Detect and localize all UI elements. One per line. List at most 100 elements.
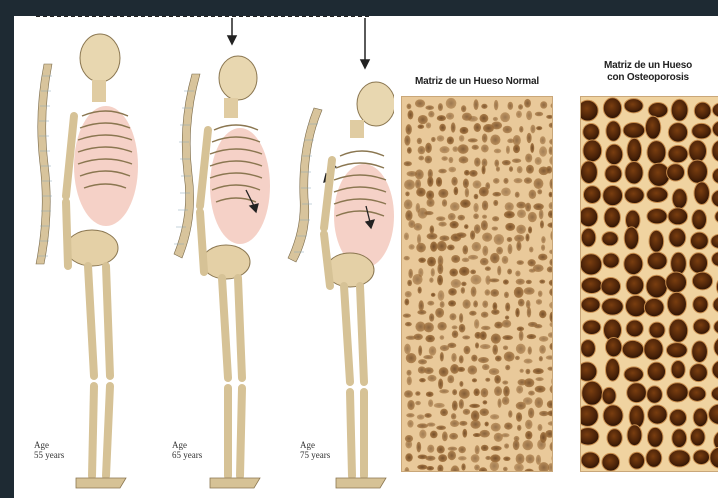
bone-pore [502, 381, 508, 385]
bone-pore [504, 422, 513, 429]
bone-pore [539, 345, 546, 354]
bone-pore [474, 194, 479, 199]
bone-pore [407, 280, 412, 286]
bone-pore [472, 145, 479, 150]
bone-pore [465, 188, 469, 198]
bone-pore [516, 344, 526, 354]
bone-pore [459, 399, 464, 409]
bone-pore [539, 356, 543, 361]
bone-cavity [625, 161, 643, 184]
bone-pore [430, 225, 435, 233]
bone-pore [503, 456, 510, 461]
bone-cavity [626, 276, 644, 295]
bone-pore [438, 189, 448, 198]
bone-pore [429, 346, 437, 355]
bone-pore [539, 146, 547, 156]
bone-cavity [647, 208, 667, 223]
bone-pore [504, 292, 509, 298]
bone-pore [494, 234, 504, 245]
bone-pore [527, 334, 536, 339]
bone-pore [534, 178, 544, 189]
bone-pore [495, 355, 502, 361]
bone-cavity [624, 253, 643, 274]
bone-pore [438, 169, 446, 174]
bone-cavity [581, 452, 600, 468]
bone-cavity [625, 295, 646, 316]
bone-pore [502, 256, 509, 264]
bone-pore [530, 143, 534, 153]
bone-pore [515, 308, 519, 317]
bone-pore [406, 124, 412, 135]
bone-pore [451, 177, 457, 186]
bone-cavity [581, 228, 596, 247]
bone-pore [459, 389, 470, 399]
bone-cavity [603, 186, 623, 206]
bone-pore [482, 364, 490, 370]
bone-pore [430, 431, 438, 439]
bone-pore [516, 386, 523, 394]
bone-pore [440, 301, 445, 308]
bone-pore [473, 388, 479, 396]
bone-pore [535, 112, 543, 117]
bone-cavity [603, 98, 621, 119]
bone-cavity [668, 123, 687, 143]
bone-pore [473, 300, 478, 307]
bone-pore [427, 422, 436, 426]
bone-pore [418, 257, 426, 262]
bone-pore [429, 277, 433, 282]
bone-pore [404, 299, 409, 306]
bone-cavity [672, 429, 687, 448]
bone-pore [415, 391, 420, 395]
bone-pore [493, 200, 498, 206]
bone-pore [505, 365, 510, 370]
bone-pore [525, 233, 529, 241]
bone-pore [479, 187, 489, 197]
bone-pore [468, 138, 478, 142]
bone-pore [504, 443, 509, 448]
bone-cavity [601, 277, 621, 295]
bone-pore [472, 242, 481, 251]
bone-pore [535, 377, 543, 381]
bone-pore [503, 279, 509, 284]
bone-pore [475, 445, 480, 454]
bone-pore [535, 386, 546, 393]
bone-pore [490, 289, 499, 297]
bone-pore [516, 279, 525, 285]
bone-pore [485, 456, 491, 460]
bone-cavity [581, 362, 597, 381]
bone-pore [425, 456, 435, 461]
age-label-2: Age 65 years [172, 440, 202, 460]
bone-pore [437, 445, 445, 453]
bone-pore [409, 244, 415, 249]
bone-pore [502, 397, 509, 405]
bone-pore [419, 378, 426, 382]
bone-cavity [645, 116, 660, 139]
bone-pore [494, 159, 499, 166]
bone-pore [516, 453, 525, 464]
bone-pore [461, 282, 466, 287]
bone-cavity [603, 253, 619, 268]
bone-pore [448, 157, 453, 163]
bone-pore [403, 314, 411, 318]
title-line: Matriz de un Hueso [578, 60, 718, 72]
bone-pore [426, 190, 434, 199]
bone-cavity [671, 99, 688, 121]
bone-cavity [646, 275, 667, 298]
bone-pore [449, 268, 458, 276]
bone-pore [481, 144, 489, 152]
bone-pore [440, 335, 445, 340]
age-label-word: Age [172, 440, 202, 450]
bone-pore [461, 463, 465, 470]
bone-pore [418, 146, 426, 154]
bone-pore [474, 123, 481, 132]
bone-pore [446, 98, 457, 109]
title-line: Matriz de un Hueso Normal [402, 76, 552, 88]
bone-pore [450, 221, 459, 228]
bone-pore [535, 157, 542, 165]
bone-cavity [602, 298, 624, 315]
bone-cavity [581, 297, 600, 312]
bone-pore [468, 255, 478, 260]
title-line: con Osteoporosis [578, 72, 718, 84]
bone-pore [493, 178, 500, 184]
bone-pore [480, 408, 489, 416]
